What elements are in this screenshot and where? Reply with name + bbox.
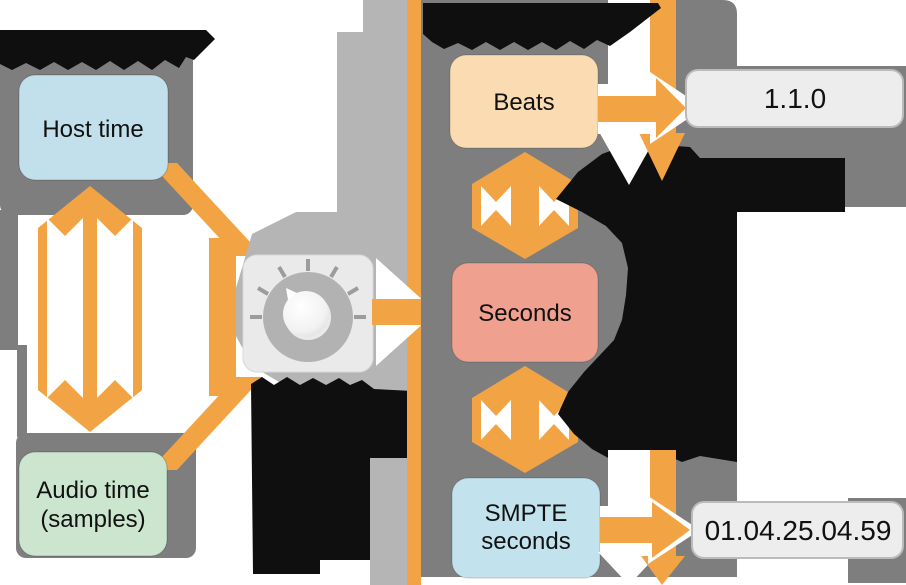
- audio-time-node: Audio time (samples): [18, 451, 168, 557]
- host-time-node: Host time: [18, 74, 169, 181]
- knob-pointer: [286, 288, 297, 300]
- smpte-value-text: 01.04.25.04.59: [705, 515, 892, 546]
- hardware-panel-strip-a: [0, 210, 18, 350]
- beats-node: Beats: [449, 54, 599, 149]
- hardware-times-label-redacted: [0, 30, 215, 70]
- seconds-label: Seconds: [478, 300, 571, 327]
- smpte-label-line2: seconds: [481, 528, 570, 555]
- hardware-panel-strip-b: [17, 345, 27, 437]
- smpte-value-readout: 01.04.25.04.59: [691, 501, 904, 559]
- beats-to-value-arrow: [598, 72, 704, 144]
- smpte-value-box: [691, 501, 904, 559]
- audio-time-label-line2: (samples): [40, 506, 145, 533]
- host-time-box: [18, 74, 169, 181]
- beats-value-text: 1.1.0: [764, 83, 826, 114]
- host-time-label: Host time: [42, 116, 143, 143]
- smpte-node: SMPTE seconds: [451, 477, 601, 579]
- beats-label: Beats: [493, 89, 554, 116]
- audio-time-label-line1: Audio time: [36, 477, 149, 504]
- hardware-to-clock-connectors: [150, 163, 263, 470]
- seconds-smpte-double-arrow: [472, 366, 578, 473]
- media-times-label-redacted: [423, 3, 661, 50]
- smpte-label-line1: SMPTE: [485, 500, 568, 527]
- clock-label-redacted: [251, 377, 432, 574]
- host-audio-double-arrow: [38, 186, 142, 432]
- beats-value-readout: 1.1.0: [685, 69, 904, 128]
- tempo-map-smpte-offset-callouts-redacted: [556, 143, 845, 462]
- beats-value-box: [685, 69, 904, 128]
- smpte-to-value-arrow: [600, 496, 700, 564]
- seconds-node: Seconds: [451, 262, 599, 363]
- seconds-box: [451, 262, 599, 363]
- clock-knob-icon: [242, 254, 374, 373]
- beats-value-surround-step: [845, 158, 906, 207]
- audio-time-box: [18, 451, 168, 557]
